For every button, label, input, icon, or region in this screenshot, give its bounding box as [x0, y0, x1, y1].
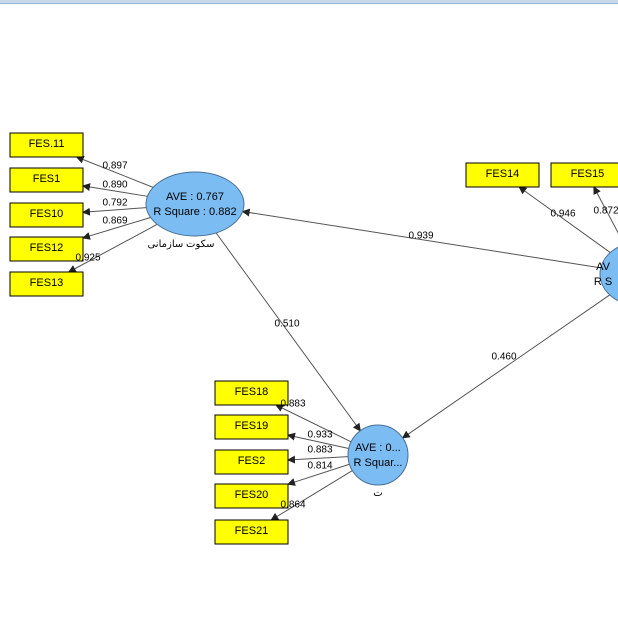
loading-value-i12: 0.864 — [280, 500, 305, 511]
construct-name: سکوت سازمانی — [147, 239, 214, 250]
indicator-fes19[interactable]: FES19 — [214, 414, 289, 440]
loading-value-i6: 0.946 — [550, 209, 575, 220]
labels-layer: 0.897 0.890 0.792 0.869 0.925 0.946 0.872 0.883… — [75, 161, 618, 511]
indicator-fes15[interactable]: FES15 — [550, 162, 618, 188]
indicator-label: FES21 — [235, 525, 269, 537]
indicator-box[interactable] — [550, 162, 618, 188]
loading-value-i3: 0.792 — [102, 198, 127, 209]
construct-ave: AVE : 0... — [355, 442, 401, 454]
indicator-fes10[interactable]: FES10 — [9, 202, 84, 228]
path-arrow-c3-c1[interactable] — [241, 208, 601, 269]
loading-value-i7: 0.872 — [593, 206, 618, 217]
path-coefficient-c3-c2: 0.460 — [491, 352, 516, 363]
indicator-box[interactable] — [214, 380, 289, 406]
indicator-label: FES18 — [235, 386, 269, 398]
indicator-label: FES10 — [30, 208, 64, 220]
loading-arrow-i11[interactable] — [287, 463, 350, 486]
indicator-fes1[interactable]: FES1 — [9, 167, 84, 193]
indicator-box[interactable] — [9, 236, 84, 262]
loading-arrow-i8[interactable] — [275, 404, 352, 443]
loading-arrow-i5[interactable] — [67, 223, 158, 273]
construct-ave: AVE : 0.767 — [166, 191, 224, 203]
indicator-box[interactable] — [9, 202, 84, 228]
loading-arrow-i10[interactable] — [287, 455, 349, 464]
construct-c2[interactable]: AVE : 0... R Squar... ت — [347, 424, 409, 499]
indicator-box[interactable] — [214, 449, 289, 475]
loading-value-i4: 0.869 — [102, 216, 127, 227]
indicator-box[interactable] — [214, 483, 289, 509]
loading-arrow-i12[interactable] — [270, 470, 353, 521]
indicator-label: FES1 — [33, 173, 61, 185]
loading-arrow-i7[interactable] — [593, 186, 618, 245]
construct-ellipse[interactable] — [145, 171, 245, 237]
path-coefficient-c1-c2: 0.510 — [274, 319, 299, 330]
loading-value-i8: 0.883 — [280, 399, 305, 410]
indicator-box[interactable] — [214, 414, 289, 440]
indicator-fes-11[interactable]: FES.11 — [9, 132, 84, 158]
indicator-label: FES12 — [30, 242, 64, 254]
edges-layer — [67, 155, 618, 521]
loading-arrow-i6[interactable] — [518, 186, 611, 253]
construct-ellipse[interactable] — [347, 424, 409, 486]
loading-value-i11: 0.814 — [307, 461, 332, 472]
indicator-fes21[interactable]: FES21 — [214, 519, 289, 545]
indicator-label: FES15 — [571, 168, 605, 180]
window-top-border — [0, 0, 618, 4]
indicator-fes20[interactable]: FES20 — [214, 483, 289, 509]
indicator-label: FES2 — [238, 455, 266, 467]
loading-arrow-i3[interactable] — [82, 207, 147, 216]
indicator-fes12[interactable]: FES12 — [9, 236, 84, 262]
path-arrow-c3-c2[interactable] — [401, 294, 611, 439]
indicator-label: FES13 — [30, 277, 64, 289]
loading-arrow-i4[interactable] — [82, 216, 151, 240]
indicator-fes2[interactable]: FES2 — [214, 449, 289, 475]
loading-value-i5: 0.925 — [75, 253, 100, 264]
loading-arrow-i9[interactable] — [287, 432, 349, 450]
construct-ave: AV — [596, 261, 611, 273]
indicator-label: FES14 — [486, 168, 520, 180]
indicator-box[interactable] — [465, 162, 540, 188]
loading-arrow-i1[interactable] — [75, 155, 154, 188]
loading-arrow-i2[interactable] — [82, 183, 148, 197]
path-coefficient-c3-c1: 0.939 — [408, 231, 433, 242]
construct-r-square: R Square : 0.882 — [153, 206, 236, 218]
indicator-label: FES20 — [235, 489, 269, 501]
indicator-label: FES19 — [235, 420, 269, 432]
construct-r-square: R S — [594, 276, 612, 288]
indicator-label: FES.11 — [29, 138, 65, 150]
indicator-box[interactable] — [214, 519, 289, 545]
indicator-box[interactable] — [9, 271, 84, 297]
path-arrow-c1-c2[interactable] — [215, 232, 361, 432]
construct-c1[interactable]: AVE : 0.767 R Square : 0.882 سکوت سازمانی — [145, 171, 245, 250]
loading-value-i1: 0.897 — [102, 161, 127, 172]
loading-value-i9: 0.933 — [307, 430, 332, 441]
construct-name: ت — [373, 488, 382, 499]
construct-c3[interactable]: AV R S — [594, 242, 618, 306]
construct-ellipse[interactable] — [599, 242, 618, 306]
loading-value-i10: 0.883 — [307, 445, 332, 456]
indicator-fes18[interactable]: FES18 — [214, 380, 289, 406]
indicator-fes13[interactable]: FES13 — [9, 271, 84, 297]
loading-value-i2: 0.890 — [102, 180, 127, 191]
construct-r-square: R Squar... — [354, 457, 403, 469]
indicator-box[interactable] — [9, 132, 84, 158]
indicator-box[interactable] — [9, 167, 84, 193]
indicator-fes14[interactable]: FES14 — [465, 162, 540, 188]
